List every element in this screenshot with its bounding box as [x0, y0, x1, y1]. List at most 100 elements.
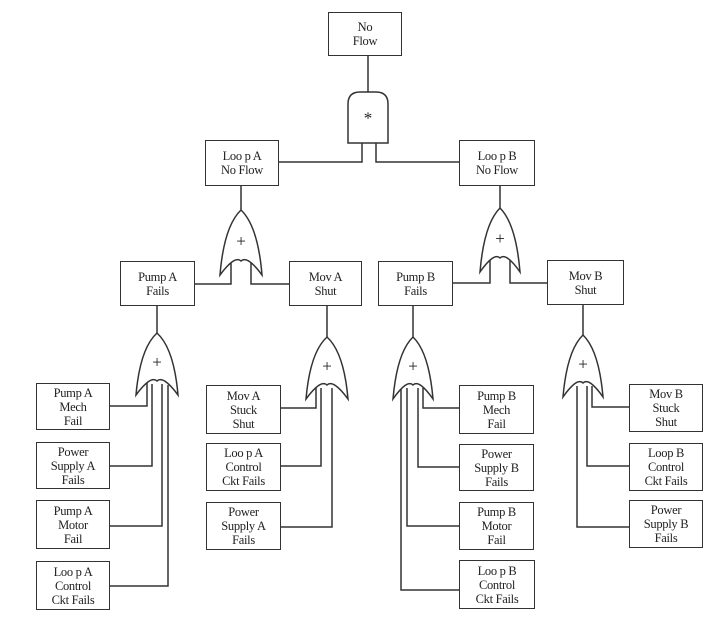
event-label: Fails	[485, 474, 508, 489]
event-label: Fails	[146, 283, 169, 298]
or-gate-loopB: +	[479, 206, 521, 275]
event-label: No Flow	[220, 163, 263, 177]
or-gate-shape	[479, 206, 521, 275]
event-loop-a-control-ckt-fails-2: Loo p A Control Ckt Fails	[206, 443, 281, 491]
event-label: Shut	[232, 416, 255, 431]
event-label: Supply B	[643, 517, 689, 531]
event-label: Mech	[59, 399, 87, 414]
event-label: Pump A	[53, 503, 93, 518]
event-power-supply-b-fails-1: Power Supply B Fails	[459, 444, 534, 491]
connector-and-to-loopB	[375, 143, 460, 163]
or-gate-symbol: +	[578, 355, 588, 374]
event-label: Supply B	[474, 460, 519, 475]
event-label: Mech	[482, 402, 511, 417]
event-label: Stuck	[652, 401, 680, 415]
connector-gateA-to-pumpA	[195, 262, 232, 285]
or-gate-pumpB: +	[392, 335, 434, 402]
event-label: Stuck	[230, 402, 257, 417]
event-label: Pump B	[396, 269, 435, 284]
event-label: Motor	[58, 517, 88, 532]
event-label: Ckt Fails	[644, 474, 688, 488]
event-label: Mov A	[226, 388, 261, 403]
event-label: No	[357, 20, 373, 34]
or-gate-shape	[305, 335, 349, 402]
event-label: Ckt Fails	[51, 592, 95, 607]
connector-pumpA-loopctl	[110, 385, 169, 587]
event-label: Fail	[63, 413, 83, 428]
event-label: Shut	[314, 283, 337, 298]
event-loop-a-no-flow: Loo p A No Flow	[205, 140, 279, 186]
connector-pumpB-mech	[422, 388, 459, 409]
event-loop-b-control-ckt-fails-1: Loo p B Control Ckt Fails	[459, 560, 535, 609]
or-gate-symbol: +	[152, 353, 162, 372]
or-gate-shape	[135, 331, 179, 398]
or-gate-movB: +	[562, 333, 604, 400]
connector-gateA-to-movA	[250, 262, 289, 285]
event-pump-b-motor-fail: Pump B Motor Fail	[459, 502, 534, 550]
connector-movA-loopctl	[281, 388, 322, 467]
event-label: Power	[481, 446, 512, 461]
event-label: Fails	[232, 533, 255, 547]
event-label: Ckt Fails	[475, 591, 519, 606]
and-gate-top: *	[347, 91, 389, 144]
or-gate-pumpA: +	[135, 331, 179, 398]
event-label: No Flow	[475, 163, 518, 177]
event-top-no-flow: No Flow	[328, 12, 402, 56]
event-label: Loo p B	[477, 149, 517, 163]
or-gate-symbol: +	[322, 357, 332, 376]
event-label: Loop B	[647, 446, 685, 460]
event-label: Loo p A	[224, 446, 263, 460]
event-label: Control	[54, 578, 92, 593]
event-label: Mov B	[649, 387, 683, 401]
event-pump-b-mech-fail: Pump B Mech Fail	[459, 385, 534, 434]
event-power-supply-a-fails-1: Power Supply A Fails	[36, 442, 110, 489]
event-label: Loo p B	[477, 563, 517, 578]
event-label: Fail	[487, 533, 506, 547]
event-label: Ckt Fails	[222, 474, 265, 488]
connector-movB-loopctl	[586, 386, 629, 467]
or-gate-shape	[392, 335, 434, 402]
and-gate-symbol: *	[364, 109, 373, 128]
event-label: Shut	[574, 282, 597, 297]
or-gate-shape	[219, 208, 263, 278]
connector-pumpB-motor	[406, 388, 459, 527]
connector-movA-power	[281, 388, 333, 528]
event-loop-a-control-ckt-fails-1: Loo p A Control Ckt Fails	[36, 561, 110, 610]
event-label: Loo p A	[53, 564, 93, 579]
event-label: Loo p A	[222, 149, 262, 163]
connector-and-to-loopA	[279, 143, 363, 163]
event-label: Mov A	[308, 269, 343, 284]
or-gate-symbol: +	[236, 231, 246, 250]
event-label: Supply A	[221, 519, 266, 533]
event-label: Supply A	[50, 458, 96, 473]
event-label: Motor	[481, 519, 512, 533]
connector-pumpB-loopctl	[400, 387, 459, 591]
event-label: Pump A	[53, 385, 93, 400]
event-pump-a-fails: Pump A Fails	[120, 261, 195, 306]
connector-gateB-to-pumpB	[453, 260, 491, 284]
event-label: Control	[478, 577, 516, 592]
event-label: Fails	[654, 531, 678, 545]
connector-movA-stuck	[281, 387, 317, 409]
and-gate-shape	[347, 91, 389, 144]
or-gate-symbol: +	[495, 229, 505, 248]
event-power-supply-a-fails-2: Power Supply A Fails	[206, 502, 281, 550]
connector-pumpB-power	[417, 388, 459, 468]
event-label: Pump B	[477, 505, 516, 519]
connector-gateB-to-movB	[509, 260, 547, 284]
event-label: Control	[647, 460, 685, 474]
event-label: Fail	[63, 531, 83, 546]
connector-movB-stuck	[591, 386, 629, 408]
event-label: Fails	[404, 283, 427, 298]
event-label: Shut	[655, 415, 677, 429]
event-loop-b-no-flow: Loo p B No Flow	[459, 140, 535, 186]
event-label: Control	[225, 460, 262, 474]
event-mov-b-shut: Mov B Shut	[547, 260, 624, 305]
event-label: Fail	[487, 416, 506, 431]
event-power-supply-b-fails-2: Power Supply B Fails	[629, 500, 703, 548]
event-mov-a-shut: Mov A Shut	[289, 261, 362, 306]
event-label: Pump B	[477, 388, 516, 403]
event-label: Fails	[61, 472, 85, 487]
event-loop-b-control-ckt-fails-2: Loop B Control Ckt Fails	[629, 443, 703, 491]
